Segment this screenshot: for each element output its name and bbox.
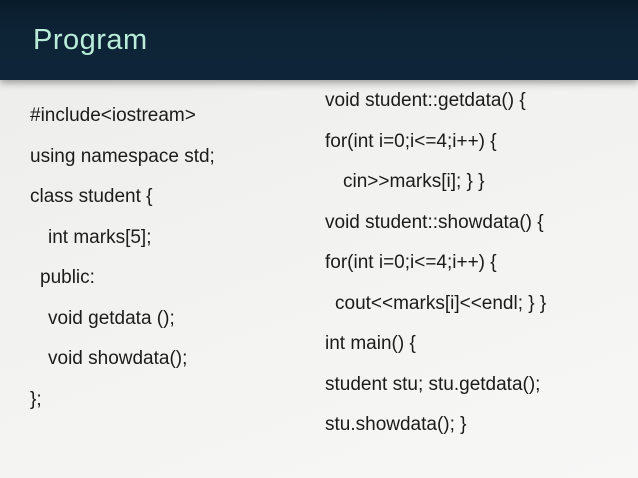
code-column-right: void student::getdata() {for(int i=0;i<=… — [325, 81, 635, 446]
code-line: int marks[5]; — [48, 226, 152, 248]
code-line: for(int i=0;i<=4;i++) { — [325, 252, 497, 273]
code-line: using namespace std; — [30, 145, 215, 167]
slide-title: Program — [33, 24, 148, 56]
code-line: int main() { — [325, 333, 416, 354]
code-line: class student { — [30, 186, 153, 207]
code-line: public: — [40, 267, 95, 288]
code-line: #include<iostream> — [30, 105, 196, 126]
code-line: void student::showdata() { — [325, 211, 544, 233]
code-line: student stu; stu.getdata(); — [325, 373, 541, 395]
code-line: void getdata (); — [48, 307, 175, 329]
code-line: void showdata(); — [48, 348, 188, 369]
code-column-left: #include<iostream> using namespace std; cl… — [30, 96, 320, 420]
code-line: void student::getdata() { — [325, 90, 526, 111]
code-line: }; — [30, 388, 42, 410]
code-line: stu.showdata(); } — [325, 414, 467, 435]
code-line: cout<<marks[i]<<endl; } } — [335, 292, 547, 314]
code-line: for(int i=0;i<=4;i++) { — [325, 130, 497, 152]
slide-title-bar: Program — [0, 0, 638, 80]
code-line: cin>>marks[i]; } } — [343, 171, 485, 192]
